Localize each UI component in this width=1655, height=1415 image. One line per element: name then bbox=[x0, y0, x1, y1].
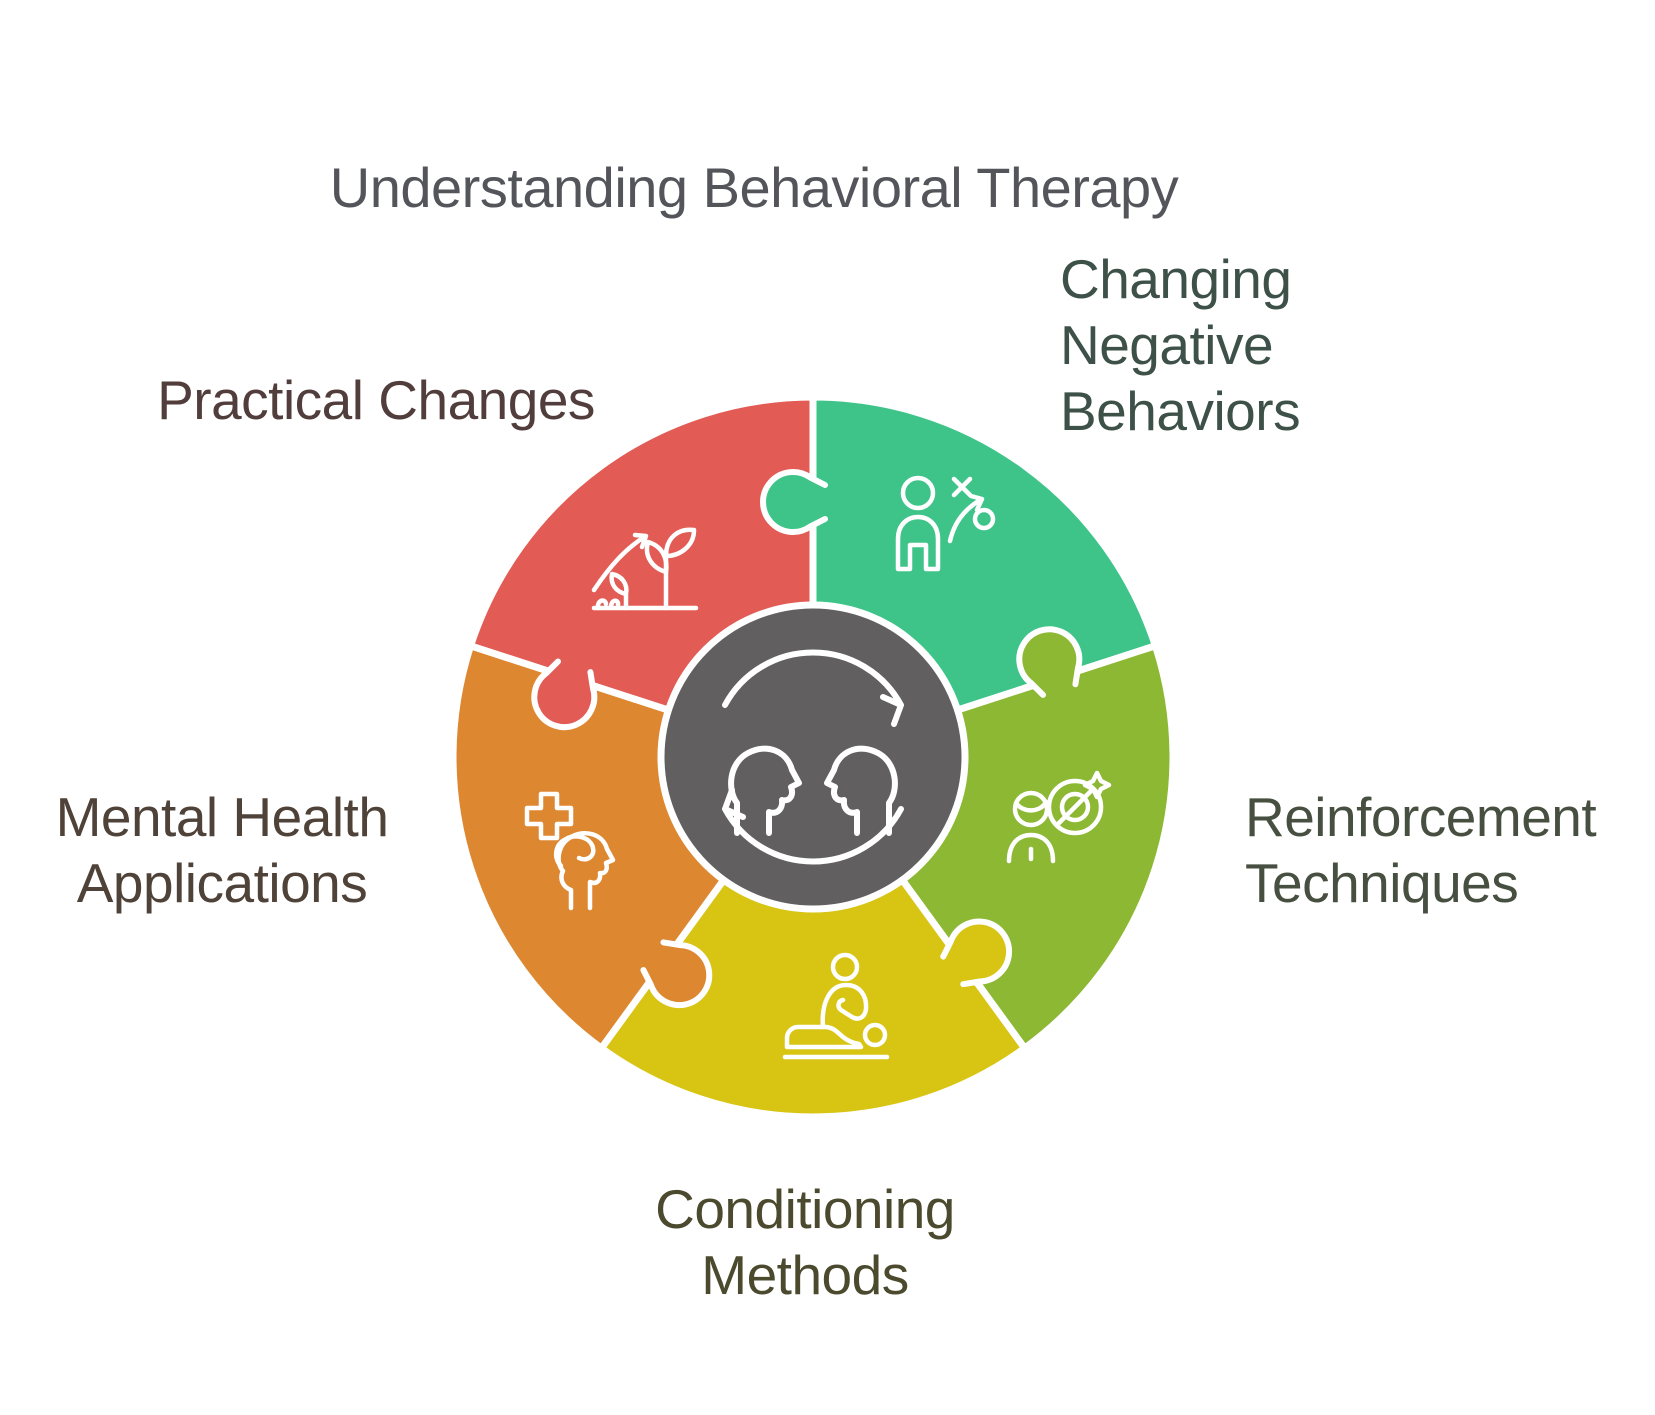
segment-label-changing-negative-behaviors: Changing Negative Behaviors bbox=[1060, 248, 1301, 442]
segment-label-reinforcement-techniques: Reinforcement Techniques bbox=[1245, 786, 1597, 914]
person-strategy-icon bbox=[895, 475, 996, 572]
page-title: Understanding Behavioral Therapy bbox=[329, 156, 1179, 219]
puzzle-tab-red-into-orange bbox=[531, 658, 598, 731]
massage-therapy-icon bbox=[782, 952, 890, 1060]
person-target-icon bbox=[1006, 770, 1112, 864]
segment-label-practical-changes: Practical Changes bbox=[157, 369, 595, 431]
puzzle-tab-green-into-red bbox=[760, 469, 828, 535]
segment-label-conditioning-methods: Conditioning Methods bbox=[655, 1178, 955, 1306]
puzzle-tab-orange-into-yellow bbox=[640, 939, 713, 1009]
head-cross-icon bbox=[524, 791, 616, 911]
wedge-conditioning-methods bbox=[597, 753, 1029, 1121]
plant-growth-icon bbox=[591, 527, 699, 611]
two-heads-exchange-icon bbox=[722, 649, 904, 865]
puzzle-tab-yellow-into-olive bbox=[940, 918, 1013, 988]
segment-label-mental-health-applications: Mental Health Applications bbox=[55, 786, 389, 914]
puzzle-tab-olive-into-green bbox=[1016, 626, 1083, 698]
